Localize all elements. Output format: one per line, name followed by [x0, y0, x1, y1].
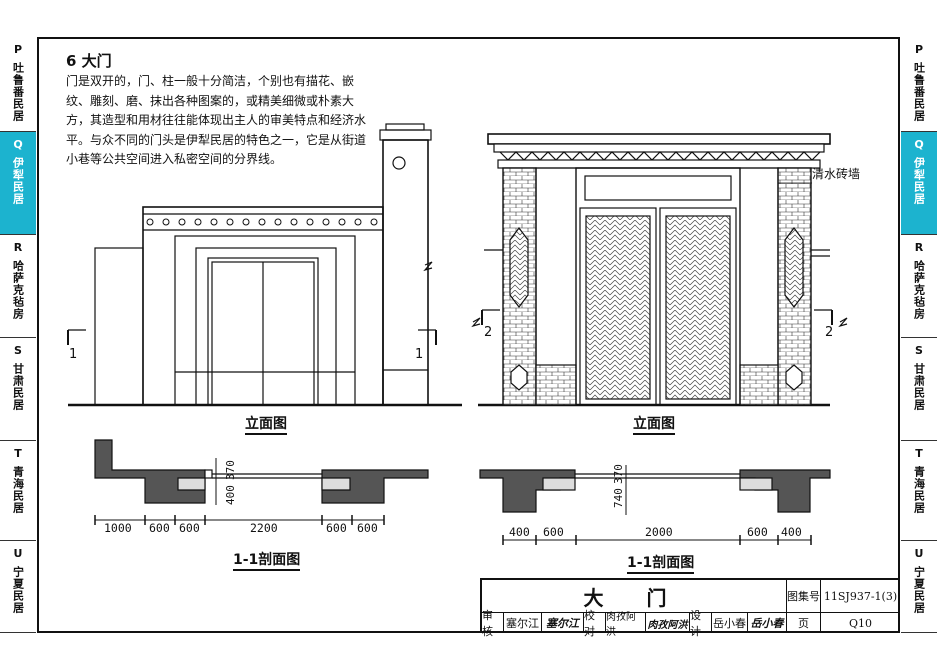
section-tab-s[interactable]: S 甘肃民居: [901, 338, 937, 441]
wall-material-label: 清水砖墙: [812, 166, 860, 181]
drawing-title: 大 门: [482, 580, 787, 613]
section-tab-u[interactable]: U 宁夏民居: [0, 541, 36, 633]
dim-text: 1000: [104, 521, 132, 535]
dim-text: 600: [357, 521, 378, 535]
section-tab-s[interactable]: S 甘肃民居: [0, 338, 36, 441]
tab-label: 甘肃民居: [912, 363, 926, 411]
checker-name: 肉孜阿洪: [606, 612, 646, 638]
section-paragraph: 门是双开的，门、柱一般十分简洁，个别也有描花、嵌纹、雕刻、磨、抹出各种图案的，或…: [66, 74, 367, 166]
tab-code: R: [13, 241, 23, 254]
dim-text: 600: [149, 521, 170, 535]
reviewer-name: 塞尔江: [504, 613, 542, 633]
section-tab-p[interactable]: P 吐鲁番民居: [0, 37, 36, 132]
section-tab-u[interactable]: U 宁夏民居: [901, 541, 937, 633]
vertical-dim: 400: [224, 485, 237, 505]
tab-label: 宁夏民居: [11, 566, 25, 614]
designer-name: 岳小春: [712, 613, 748, 633]
tab-label: 伊犁民居: [11, 157, 25, 205]
tab-label: 哈萨克毡房: [11, 260, 25, 320]
tab-code: T: [915, 447, 923, 460]
atlas-label: 图集号: [787, 580, 821, 613]
tab-label: 青海民居: [912, 466, 926, 514]
section-title: 6 大门: [66, 52, 112, 70]
vertical-dim: 740: [612, 488, 625, 508]
tab-code: T: [14, 447, 22, 460]
reviewer-signature: 塞尔江: [542, 613, 584, 633]
right-plan-caption: 1-1剖面图: [627, 555, 695, 574]
tab-code: U: [13, 547, 23, 560]
title-block: 大 门 图集号 11SJ937-1(3) 审核 塞尔江 塞尔江 校对 肉孜阿洪 …: [480, 578, 900, 638]
left-elevation: [67, 123, 462, 407]
tab-label: 宁夏民居: [912, 566, 926, 614]
tab-code: P: [13, 43, 23, 56]
vertical-dim: 370: [224, 460, 237, 480]
section-mark-right-2: 2: [825, 325, 833, 340]
design-label: 设计: [690, 609, 712, 638]
check-label: 校对: [584, 609, 606, 638]
checker-signature: 肉孜阿洪: [646, 613, 690, 633]
right-elevation-caption: 立面图: [633, 416, 675, 435]
tab-code: U: [914, 547, 924, 560]
left-tab-bar: P 吐鲁番民居 Q 伊犁民居 R 哈萨克毡房 S 甘肃民居 T 青海民居 U 宁夏民居: [0, 37, 36, 633]
tab-label: 青海民居: [11, 466, 25, 514]
dim-text: 600: [747, 525, 768, 539]
section-tab-q[interactable]: Q 伊犁民居: [0, 132, 36, 235]
tab-label: 哈萨克毡房: [912, 260, 926, 320]
tab-code: Q: [914, 138, 924, 151]
tab-code: S: [14, 344, 22, 357]
dim-text: 2200: [250, 521, 278, 535]
tab-label: 吐鲁番民居: [11, 62, 25, 122]
section-tab-r[interactable]: R 哈萨克毡房: [0, 235, 36, 338]
right-plan: [479, 465, 831, 545]
drawing-frame: [37, 37, 900, 633]
right-plan-dims: 400 600 2000 600 400: [509, 525, 802, 539]
designer-signature: 岳小春: [748, 613, 787, 633]
tab-code: S: [915, 344, 923, 357]
dim-text: 400: [781, 525, 802, 539]
dim-text: 600: [543, 525, 564, 539]
section-tab-r[interactable]: R 哈萨克毡房: [901, 235, 937, 338]
left-plan-caption: 1-1剖面图: [233, 552, 301, 571]
page-label: 页: [787, 613, 821, 633]
dim-text: 400: [509, 525, 530, 539]
section-tab-q[interactable]: Q 伊犁民居: [901, 132, 937, 235]
atlas-number: 11SJ937-1(3): [821, 580, 900, 613]
vertical-dim: 370: [612, 464, 625, 484]
dim-text: 2000: [645, 525, 673, 539]
tab-code: Q: [13, 138, 23, 151]
section-tab-p[interactable]: P 吐鲁番民居: [901, 37, 937, 132]
tab-label: 甘肃民居: [11, 363, 25, 411]
tab-code: P: [914, 43, 924, 56]
dim-text: 600: [179, 521, 200, 535]
tab-label: 伊犁民居: [912, 157, 926, 205]
right-elevation: [471, 133, 848, 407]
section-mark-left-1: 1: [69, 347, 77, 362]
review-label: 审核: [482, 609, 504, 638]
dim-text: 600: [326, 521, 347, 535]
section-tab-t[interactable]: T 青海民居: [0, 441, 36, 541]
left-elevation-caption: 立面图: [245, 416, 287, 435]
right-tab-bar: P 吐鲁番民居 Q 伊犁民居 R 哈萨克毡房 S 甘肃民居 T 青海民居 U 宁夏民居: [901, 37, 937, 633]
section-mark-right-1: 1: [415, 347, 423, 362]
left-plan-dims: 1000 600 600 2200 600 600: [104, 521, 378, 535]
left-plan: [94, 439, 429, 525]
section-mark-left-2: 2: [484, 325, 492, 340]
tab-label: 吐鲁番民居: [912, 62, 926, 122]
tab-code: R: [914, 241, 924, 254]
page-number: Q10: [848, 616, 872, 630]
section-tab-t[interactable]: T 青海民居: [901, 441, 937, 541]
